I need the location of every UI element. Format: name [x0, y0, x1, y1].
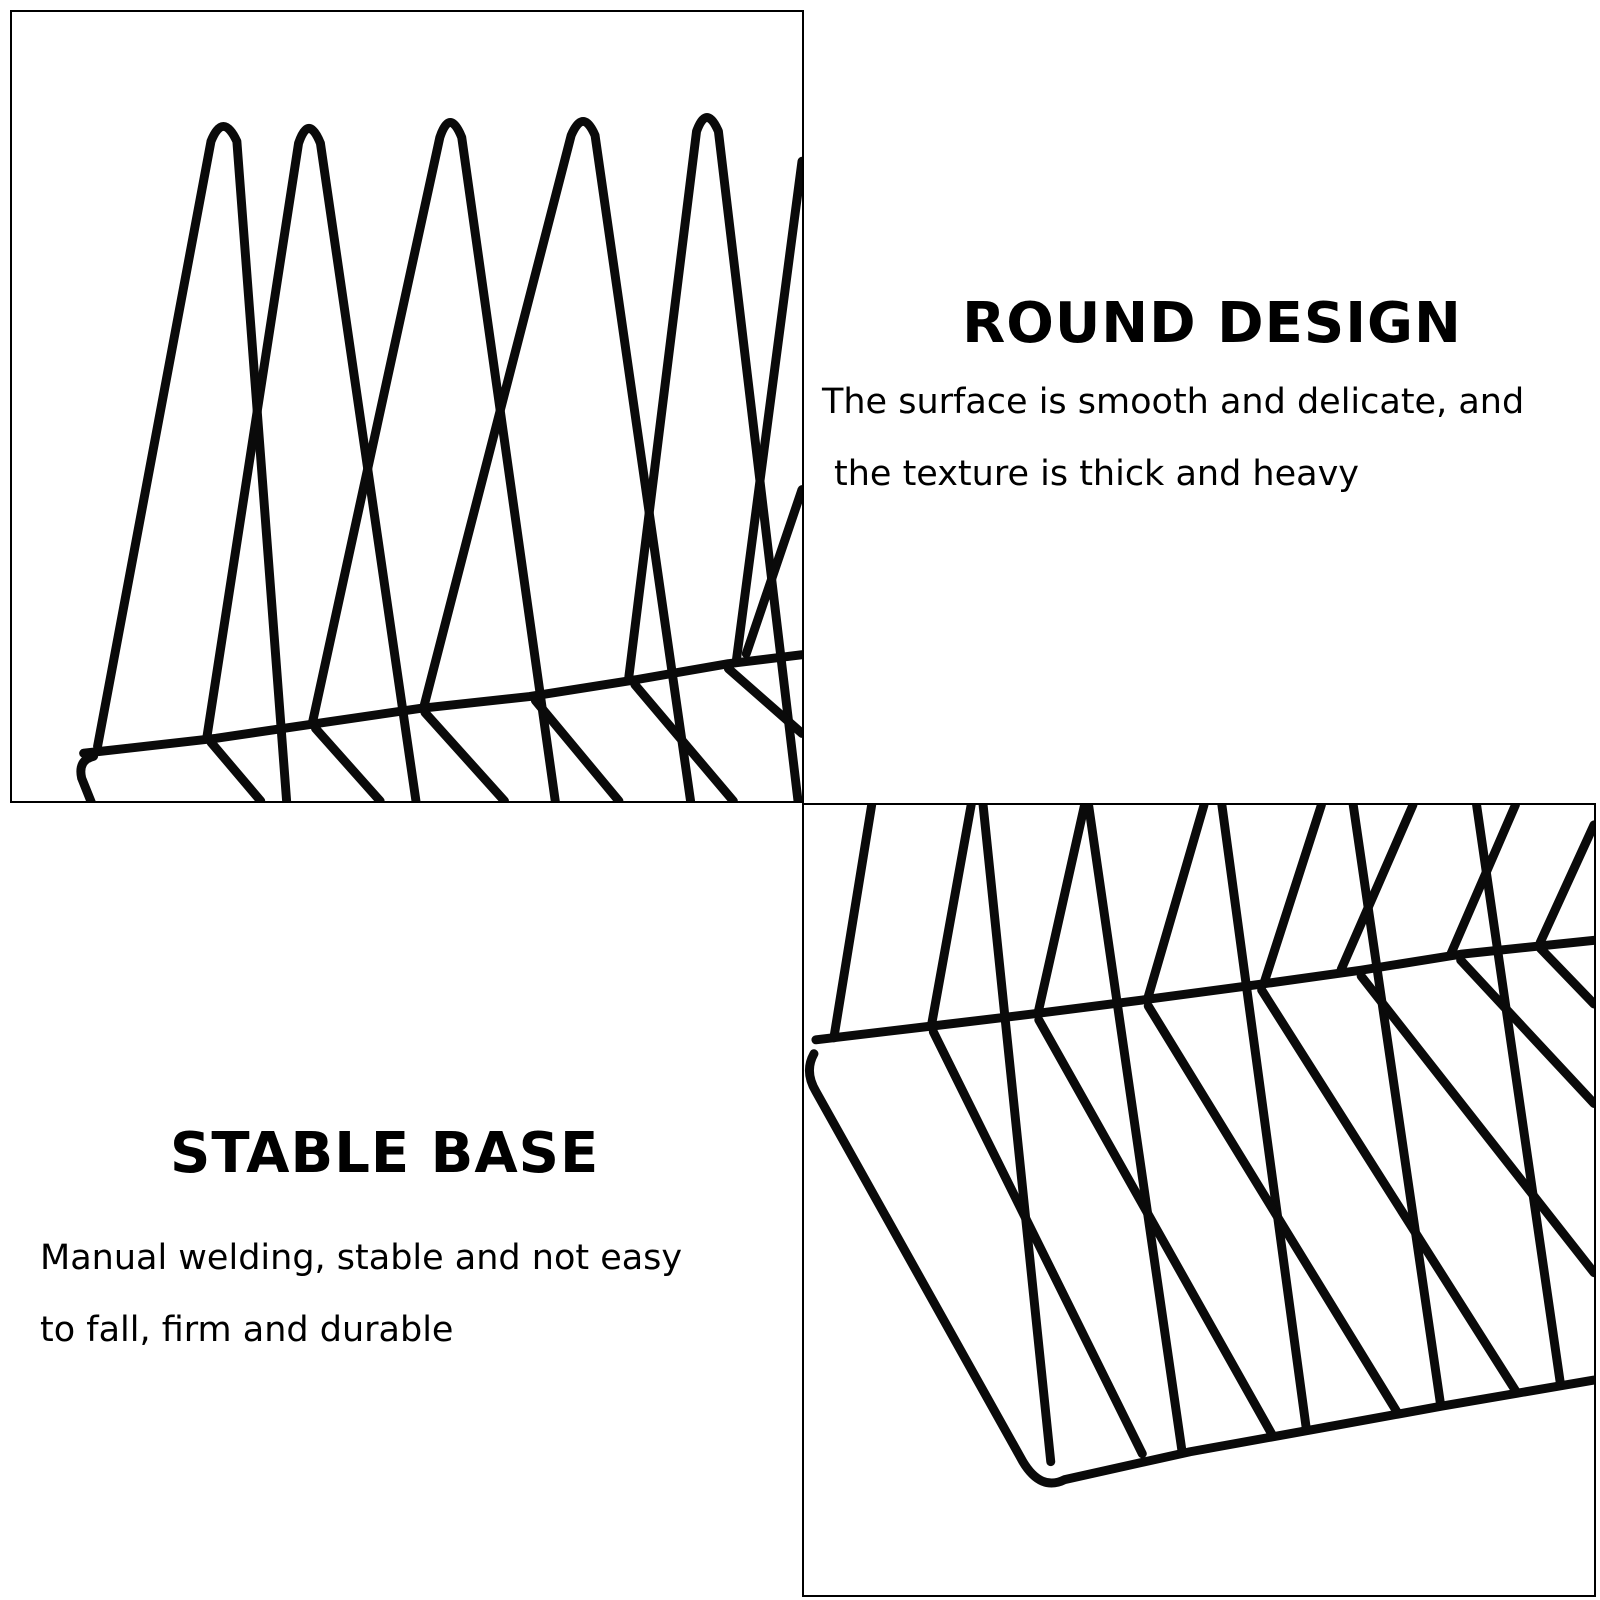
upright-wire-10 — [1336, 805, 1418, 974]
upright-wire-6 — [1142, 805, 1209, 1005]
floor-wire-3 — [420, 707, 509, 801]
base-rail-back — [811, 935, 1594, 1045]
wire-triangle-3 — [308, 117, 560, 801]
floor-wire-6 — [1456, 955, 1594, 1108]
upright-wire-2 — [926, 805, 976, 1031]
wire-triangle-1 — [93, 122, 292, 801]
upright-wire-13 — [1535, 820, 1594, 947]
upright-wire-7 — [1217, 805, 1311, 1435]
floor-wire-7 — [1535, 943, 1594, 1009]
upright-wire-8 — [1259, 805, 1326, 989]
wire-partial-right-2 — [741, 485, 802, 659]
floor-wire-1 — [206, 737, 266, 801]
feature-round-design: ROUND DESIGN The surface is smooth and d… — [822, 296, 1582, 510]
upright-wire-4 — [1033, 805, 1090, 1019]
feature-heading: STABLE BASE — [170, 1121, 600, 1186]
base-rail — [79, 650, 802, 758]
feature-description-line: The surface is smooth and delicate, and — [822, 382, 1525, 422]
floor-wire-4 — [530, 696, 624, 801]
feature-heading: ROUND DESIGN — [962, 291, 1462, 356]
feature-stable-base: STABLE BASE Manual welding, stable and n… — [40, 1126, 760, 1366]
wire-rack-base-illustration — [804, 805, 1594, 1488]
floor-wire-2 — [310, 723, 385, 801]
wire-triangle-5 — [624, 113, 802, 801]
upright-wire-9 — [1348, 805, 1446, 1411]
floor-wire-3 — [1143, 1001, 1402, 1417]
upright-wire-11 — [1472, 805, 1565, 1387]
feature-description-line: to fall, firm and durable — [40, 1310, 454, 1350]
wire-triangle-4 — [419, 117, 696, 801]
feature-description: Manual welding, stable and not easy to f… — [40, 1222, 760, 1366]
wire-rack-top-illustration — [76, 113, 802, 801]
wire-triangle-2 — [202, 123, 421, 801]
feature-description-line: Manual welding, stable and not easy — [40, 1238, 683, 1278]
floor-wire-5 — [630, 680, 738, 801]
base-rail-front — [76, 751, 99, 801]
product-photo-bottom — [802, 803, 1596, 1597]
upright-wire-3 — [978, 805, 1056, 1467]
floor-wire-5 — [1356, 971, 1594, 1278]
feature-description: The surface is smooth and delicate, and … — [822, 366, 1582, 510]
upright-wire-1 — [829, 805, 877, 1043]
upright-wire-5 — [1084, 805, 1187, 1457]
product-photo-top — [10, 10, 804, 803]
wire-partial-right-1 — [731, 156, 802, 666]
upright-wire-12 — [1446, 805, 1520, 959]
base-rail-front — [804, 1049, 1594, 1488]
floor-wire-6 — [723, 664, 802, 738]
floor-wire-2 — [1034, 1015, 1277, 1439]
feature-description-line: the texture is thick and heavy — [834, 454, 1360, 494]
floor-wire-1 — [928, 1027, 1147, 1459]
floor-wire-4 — [1257, 985, 1521, 1397]
